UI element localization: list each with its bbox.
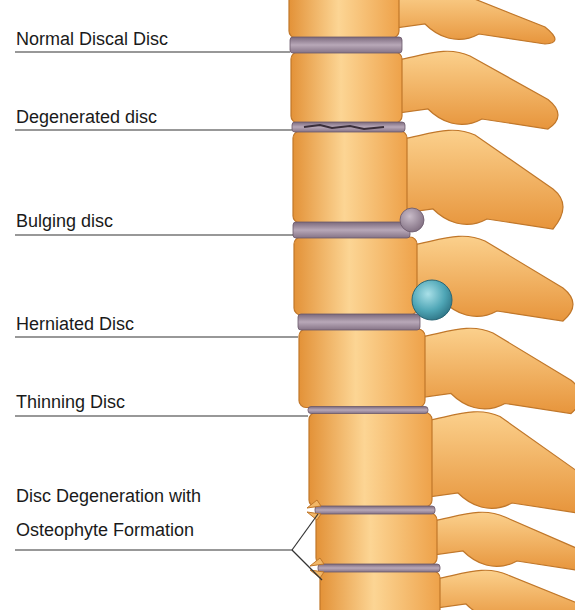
osteophyte — [310, 570, 324, 578]
vertebral-arch — [428, 412, 575, 513]
disc-herniation — [412, 280, 452, 320]
osteophyte — [310, 558, 324, 566]
vertebral-body — [289, 0, 399, 38]
intervertebral-disc — [308, 407, 428, 414]
vertebral-arch — [421, 328, 575, 413]
vertebral-body — [309, 413, 432, 508]
vertebral-body — [299, 329, 425, 408]
vertebral-arch — [398, 51, 558, 129]
vertebral-arch — [395, 0, 555, 44]
intervertebral-disc — [298, 314, 420, 330]
osteophyte — [307, 500, 321, 508]
intervertebral-disc — [290, 37, 402, 53]
leader-line — [15, 415, 308, 416]
part-label: Normal Discal Disc — [16, 28, 276, 50]
intervertebral-disc — [315, 506, 435, 514]
disc-bulge — [400, 208, 424, 232]
vertebral-body — [291, 52, 402, 123]
part-label: Disc Degeneration with Osteophyte Format… — [16, 479, 266, 547]
leader-line — [15, 549, 292, 550]
disc-crack — [304, 125, 384, 129]
bracket-line — [292, 550, 322, 580]
part-label: Degenerated disc — [16, 106, 276, 128]
intervertebral-disc — [293, 222, 410, 238]
leader-line — [15, 129, 292, 130]
vertebral-body — [294, 237, 417, 315]
part-label: Thinning Disc — [16, 391, 276, 413]
leader-line — [15, 51, 290, 52]
vertebral-body — [316, 513, 437, 565]
vertebral-arch — [436, 570, 575, 610]
vertebral-arch — [433, 512, 575, 571]
vertebral-arch — [413, 236, 573, 321]
part-label: Bulging disc — [16, 210, 276, 232]
leader-line — [15, 234, 293, 235]
vertebral-arch — [403, 130, 563, 229]
vertebral-body — [320, 571, 440, 610]
part-label: Herniated Disc — [16, 313, 276, 335]
intervertebral-disc — [318, 564, 440, 572]
leader-lines — [15, 52, 322, 580]
spine-drawing — [289, 0, 575, 610]
leader-line — [15, 336, 298, 337]
bracket-line — [292, 514, 318, 550]
intervertebral-disc — [292, 122, 405, 132]
vertebral-body — [293, 131, 407, 223]
